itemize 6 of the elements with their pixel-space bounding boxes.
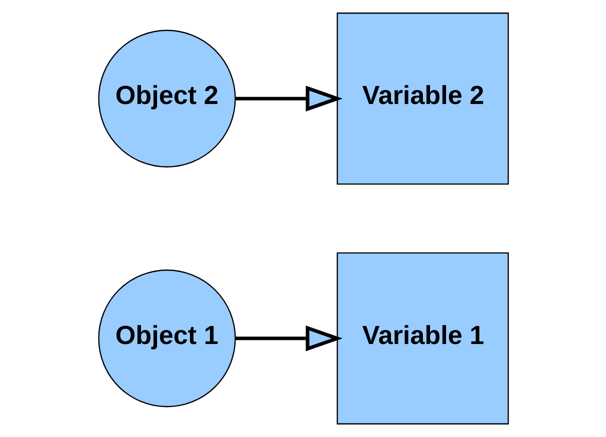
node-box: Variable 1 [336,252,508,424]
node-circle: Object 2 [98,30,236,168]
node-box: Variable 2 [336,12,508,185]
arrow [234,86,342,112]
arrow [234,326,342,352]
node-circle: Object 1 [98,270,236,408]
